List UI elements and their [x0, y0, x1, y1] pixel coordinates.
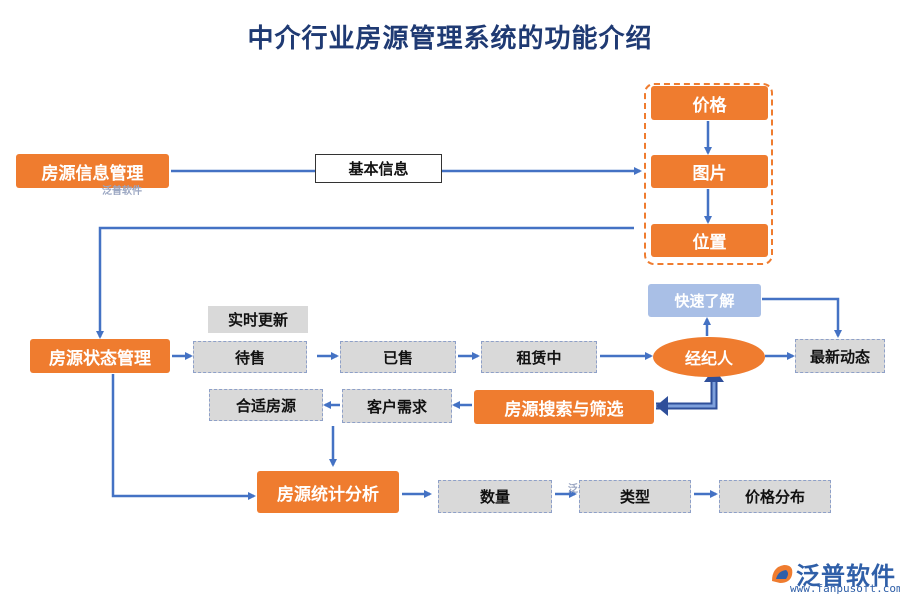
customer-needs-node: 客户需求: [342, 389, 452, 423]
stats-analysis-node: 房源统计分析: [257, 471, 399, 513]
diagram-title: 中介行业房源管理系统的功能介绍: [247, 24, 653, 54]
agent-node: 经纪人: [653, 337, 765, 377]
basic-info-node: 基本信息: [315, 154, 442, 183]
brand-url: www.fanpusoft.com: [790, 582, 900, 595]
arrow-frame-to-status: [96, 226, 634, 339]
info-mgmt-node: 房源信息管理: [16, 154, 169, 188]
renting-node: 租赁中: [481, 341, 597, 373]
picture-node: 图片: [651, 155, 768, 188]
realtime-update-label: 实时更新: [208, 306, 308, 333]
latest-updates-node: 最新动态: [795, 339, 885, 373]
for-sale-node: 待售: [193, 341, 307, 373]
sold-node: 已售: [340, 341, 456, 373]
status-mgmt-node: 房源状态管理: [30, 339, 170, 373]
brand-logo-icon: [772, 564, 793, 583]
brand-logo: 泛普软件: [768, 556, 896, 591]
price-node: 价格: [651, 86, 768, 120]
type-node: 类型: [579, 480, 691, 513]
brand-logo-text: 泛普软件: [796, 562, 896, 590]
price-distribution-node: 价格分布: [719, 480, 831, 513]
search-filter-node: 房源搜索与筛选: [474, 390, 654, 424]
suitable-listing-node: 合适房源: [209, 389, 323, 421]
arrow-quick-to-latest: [762, 297, 842, 338]
watermark-small: 泛普软件: [102, 186, 142, 197]
arrow-status-to-stats: [111, 374, 256, 500]
quantity-node: 数量: [438, 480, 552, 513]
info-detail-frame: [644, 83, 773, 265]
location-node: 位置: [651, 224, 768, 257]
quick-understand-node: 快速了解: [648, 284, 761, 317]
